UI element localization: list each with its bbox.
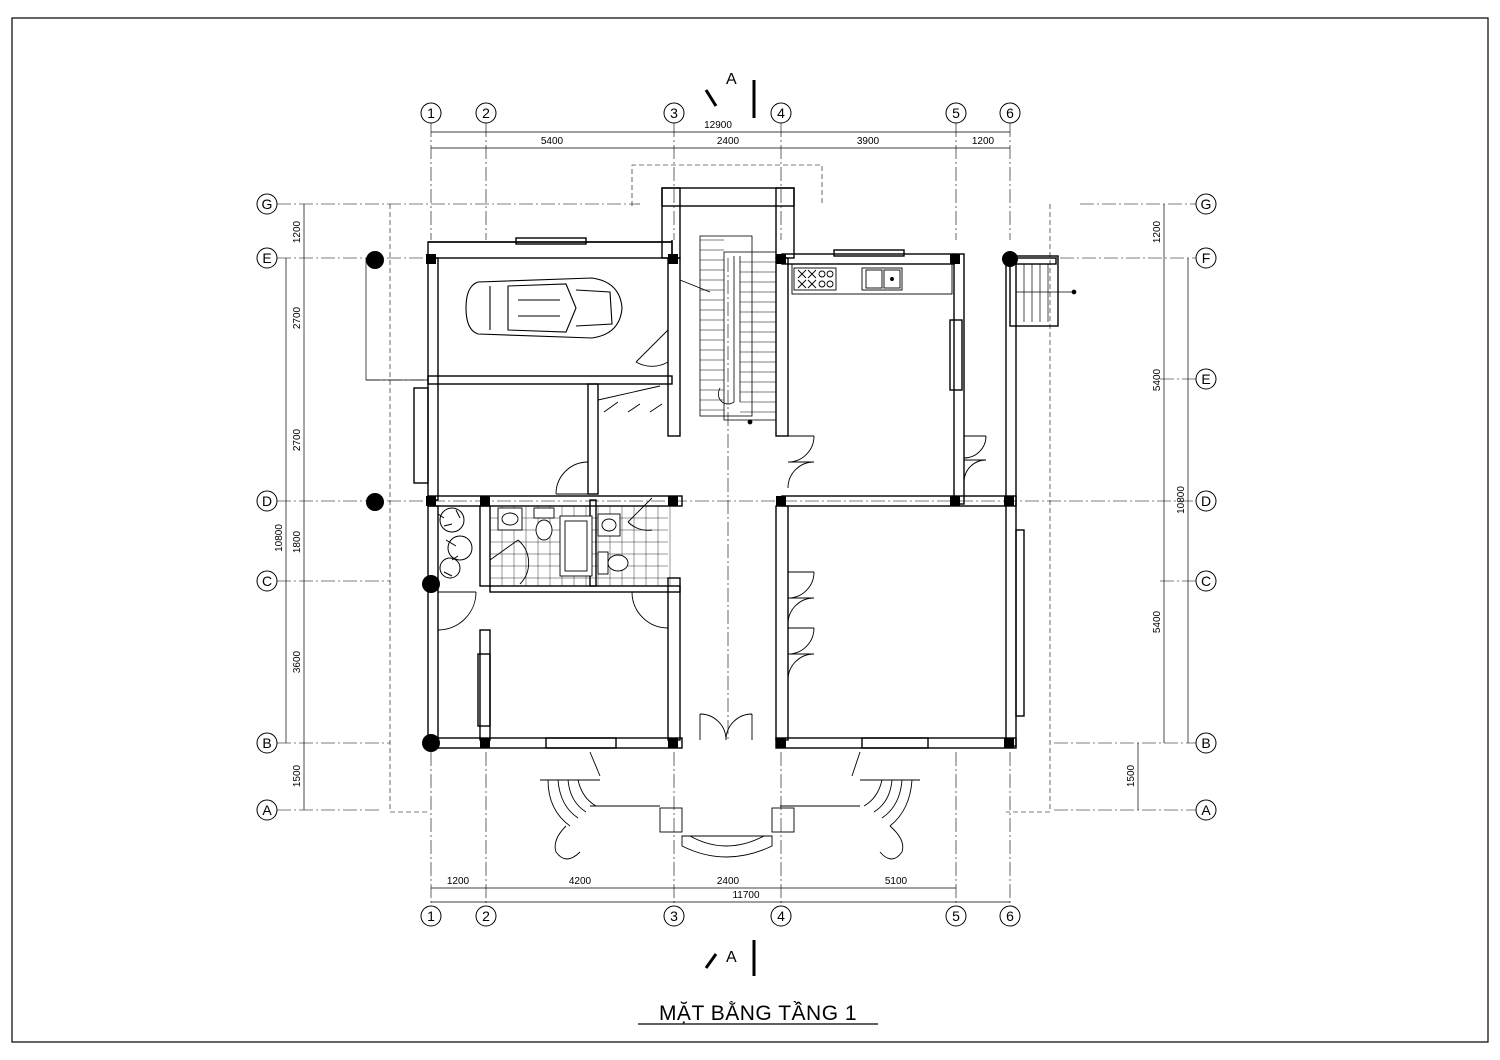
- dim-top-segment: 1200: [972, 136, 995, 147]
- svg-text:A: A: [262, 802, 272, 818]
- grid-row-G: G: [256, 193, 278, 215]
- section-mark-label: A: [726, 71, 737, 88]
- svg-text:F: F: [1202, 250, 1211, 266]
- dim-bottom-segment: 1200: [447, 876, 470, 887]
- grid-lines: [277, 123, 1196, 906]
- section-marker-bottom: A: [704, 940, 756, 976]
- side-stair: [1016, 264, 1077, 322]
- grid-row-A: A: [256, 799, 278, 821]
- grid-row-C: C: [256, 570, 278, 592]
- svg-text:1: 1: [427, 105, 435, 121]
- dim-bottom-segment: 5100: [885, 876, 908, 887]
- svg-text:5: 5: [952, 908, 960, 924]
- grid-row-A: A: [1195, 799, 1217, 821]
- svg-text:D: D: [262, 493, 272, 509]
- svg-text:3: 3: [670, 105, 678, 121]
- grid-col-1: 1: [420, 905, 442, 927]
- dim-right-total: 10800: [1176, 486, 1187, 514]
- dim-left-segment: 2700: [292, 428, 303, 451]
- svg-text:E: E: [262, 250, 271, 266]
- grid-row-F: F: [1195, 247, 1217, 269]
- staircase: [699, 235, 777, 425]
- svg-text:2: 2: [482, 105, 490, 121]
- dim-bottom-segment: 4200: [569, 876, 592, 887]
- dim-left-total: 10800: [274, 524, 285, 552]
- dim-left-segment: 3600: [292, 650, 303, 673]
- dim-top-segment: 5400: [541, 136, 564, 147]
- svg-text:4: 4: [777, 105, 785, 121]
- drawing-title: MẶT BẰNG TẦNG 1: [659, 1001, 857, 1025]
- svg-text:A: A: [1201, 802, 1211, 818]
- grid-col-2: 2: [475, 102, 497, 124]
- dim-top-total: 12900: [704, 120, 732, 131]
- grid-col-4: 4: [770, 905, 792, 927]
- dim-right-segment: 5400: [1152, 368, 1163, 391]
- car-icon: [465, 277, 623, 339]
- svg-text:6: 6: [1006, 908, 1014, 924]
- columns: [366, 251, 1018, 752]
- grid-col-6: 6: [999, 905, 1021, 927]
- front-porch: [540, 751, 920, 860]
- grid-bubbles-top: 1 2 3 4 5 6: [420, 102, 1021, 124]
- dim-right-segment: 1500: [1126, 764, 1137, 787]
- svg-text:6: 6: [1006, 105, 1014, 121]
- dim-bottom-segment: 2400: [717, 876, 740, 887]
- dim-left-segment: 1200: [292, 220, 303, 243]
- roof-outline: [389, 164, 1051, 813]
- dim-top-segment: 2400: [717, 136, 740, 147]
- svg-text:E: E: [1201, 371, 1210, 387]
- garage-canopy: [365, 258, 428, 381]
- grid-bubbles-right: G F E D C B A: [1195, 193, 1217, 821]
- grid-row-B: B: [1195, 732, 1217, 754]
- stair-treads: [700, 239, 776, 413]
- grid-col-5: 5: [945, 102, 967, 124]
- svg-text:G: G: [262, 196, 273, 212]
- sheet-border: [11, 17, 1489, 1043]
- door-swings: [437, 279, 987, 741]
- svg-text:2: 2: [482, 908, 490, 924]
- grid-row-C: C: [1195, 570, 1217, 592]
- svg-text:G: G: [1201, 196, 1212, 212]
- grid-col-2: 2: [475, 905, 497, 927]
- svg-text:D: D: [1201, 493, 1211, 509]
- dim-top-segment: 3900: [857, 136, 880, 147]
- grid-row-D: D: [1195, 490, 1217, 512]
- svg-text:B: B: [1201, 735, 1210, 751]
- grid-col-3: 3: [663, 905, 685, 927]
- grid-col-4: 4: [770, 102, 792, 124]
- svg-text:C: C: [1201, 573, 1211, 589]
- bathroom-fixtures: [497, 507, 629, 577]
- grid-bubbles-left: G E D C B A: [256, 193, 278, 821]
- grid-row-D: D: [256, 490, 278, 512]
- grid-row-E: E: [1195, 368, 1217, 390]
- grid-row-E: E: [256, 247, 278, 269]
- dim-left-segment: 2700: [292, 306, 303, 329]
- grid-col-3: 3: [663, 102, 685, 124]
- dim-left-segment: 1500: [292, 764, 303, 787]
- walls: [413, 187, 1059, 749]
- grid-row-G: G: [1195, 193, 1217, 215]
- dim-right-segment: 5400: [1152, 610, 1163, 633]
- svg-text:3: 3: [670, 908, 678, 924]
- grid-col-5: 5: [945, 905, 967, 927]
- kitchen-counter: [791, 263, 953, 295]
- section-mark-label: A: [726, 949, 737, 966]
- dimension-lines: [285, 131, 1189, 903]
- grid-col-6: 6: [999, 102, 1021, 124]
- svg-text:4: 4: [777, 908, 785, 924]
- plant-icon: [437, 507, 473, 579]
- grid-row-B: B: [256, 732, 278, 754]
- dim-left-segment: 1800: [292, 530, 303, 553]
- svg-text:1: 1: [427, 908, 435, 924]
- section-marker-top: A: [704, 71, 756, 118]
- svg-text:C: C: [262, 573, 272, 589]
- dim-right-segment: 1200: [1152, 220, 1163, 243]
- grid-bubbles-bottom: 1 2 3 4 5 6: [420, 905, 1021, 927]
- svg-text:5: 5: [952, 105, 960, 121]
- svg-text:B: B: [262, 735, 271, 751]
- grid-col-1: 1: [420, 102, 442, 124]
- dim-bottom-total: 11700: [732, 890, 760, 901]
